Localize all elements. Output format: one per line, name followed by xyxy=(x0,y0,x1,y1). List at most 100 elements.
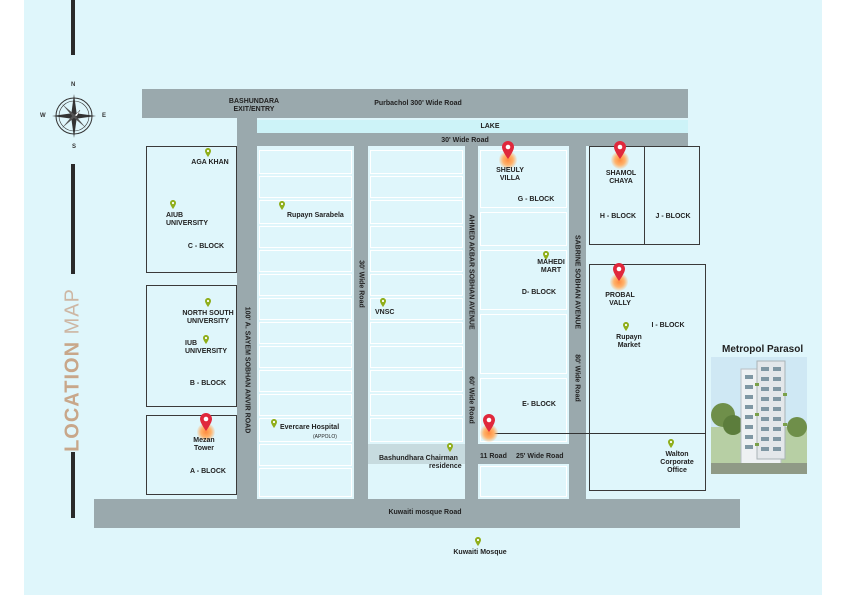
compass-w: W xyxy=(40,113,46,119)
label-sheuly-line2: VILLA xyxy=(499,175,521,182)
side-line-bottom xyxy=(71,452,75,518)
kuwaiti-mosque-road xyxy=(94,499,740,528)
label-walton: Walton Corporate Office xyxy=(660,451,693,475)
label-evercare-sub: (APPOLO) xyxy=(313,434,337,440)
label-bashundara-exit: BASHUNDARA EXIT/ENTRY xyxy=(229,98,279,114)
label-mezan-line1: Mezan xyxy=(193,437,215,444)
label-mahedi-line1: MAHEDI xyxy=(537,259,565,266)
label-shamol-line2: CHAYA xyxy=(609,178,633,185)
label-walton-line1: Walton xyxy=(665,451,689,458)
red-pin-icon xyxy=(502,141,514,159)
wide-road-30-top xyxy=(257,133,688,146)
green-pin-icon xyxy=(543,251,549,260)
sabrine-avenue xyxy=(569,146,586,499)
ahmed-akbar-avenue xyxy=(465,146,478,499)
a-block-area xyxy=(146,415,237,495)
label-e-block: E- BLOCK xyxy=(522,401,556,408)
label-purbachol-road: Purbachol 300' Wide Road xyxy=(374,100,462,107)
label-probal-line2: VALLY xyxy=(609,300,631,307)
i-block-area xyxy=(589,264,706,491)
green-pin-icon xyxy=(475,537,481,546)
label-sabrine-avenue: SABRINE SOBHAN AVENUE xyxy=(573,234,581,330)
label-rupayn-market-line1: Rupayn xyxy=(616,334,642,341)
label-d-block: D- BLOCK xyxy=(521,289,557,296)
label-rupayn-sarabela: Rupayn Sarabela xyxy=(287,212,344,219)
compass-e: E xyxy=(102,113,107,119)
label-wide-road-25: 25' Wide Road xyxy=(516,453,564,460)
red-pin-icon xyxy=(200,413,212,431)
green-pin-icon xyxy=(623,322,629,331)
j-block-area xyxy=(644,146,700,245)
compass-n: N xyxy=(71,82,76,88)
green-pin-icon xyxy=(205,148,211,157)
label-kuwaiti-mosque-road: Kuwaiti mosque Road xyxy=(388,509,462,516)
green-pin-icon xyxy=(279,201,285,210)
label-h-block: H - BLOCK xyxy=(599,213,637,220)
lane-grid-west xyxy=(259,150,352,497)
bashundara-exit-road xyxy=(237,89,257,499)
red-pin-icon xyxy=(483,414,495,432)
label-probal-line1: PROBAL xyxy=(605,292,635,299)
building-illustration xyxy=(711,357,807,474)
label-aiub-line1: AIUB xyxy=(166,212,184,219)
bashundhara-chairman-road xyxy=(368,444,465,464)
green-pin-icon xyxy=(668,439,674,448)
label-walton-line3: Office xyxy=(667,467,687,474)
building-image xyxy=(711,357,807,474)
pin-glow xyxy=(197,423,215,441)
title-word-location: LOCATION xyxy=(61,340,84,452)
label-probal-vally: PROBAL VALLY xyxy=(605,292,635,308)
compass-rose-icon: N S E W xyxy=(40,82,106,150)
label-bashundara-exit-line1: BASHUNDARA xyxy=(228,98,280,105)
label-north-south-university: NORTH SOUTH UNIVERSITY xyxy=(182,310,233,326)
label-aiub: AIUB UNIVERSITY xyxy=(166,212,208,228)
lake xyxy=(257,120,688,133)
label-bashundara-exit-line2: EXIT/ENTRY xyxy=(233,106,275,113)
wide-road-30-mid xyxy=(354,146,368,499)
lane-grid-middle xyxy=(370,150,463,442)
label-mahedi-mart: MAHEDI MART xyxy=(537,259,565,275)
green-pin-icon xyxy=(271,419,277,428)
green-pin-icon xyxy=(380,298,386,307)
label-shamol-chaya: SHAMOL CHAYA xyxy=(606,170,636,186)
location-pointer-line xyxy=(489,433,706,434)
green-pin-icon xyxy=(205,298,211,307)
label-i-block: I - BLOCK xyxy=(651,322,685,329)
red-pin-icon xyxy=(614,141,626,159)
lane-grid-east xyxy=(480,150,567,497)
label-anvir-road: 100' A. SAYEM SOBHAN ANVIR ROAD xyxy=(243,306,251,434)
label-wide-road-60: 60' Wide Road xyxy=(467,376,475,424)
side-line-mid xyxy=(71,164,75,274)
label-b-block: B - BLOCK xyxy=(189,380,227,387)
label-mahedi-line2: MART xyxy=(540,267,562,274)
pin-glow xyxy=(499,151,517,169)
green-pin-icon xyxy=(447,443,453,452)
label-shamol-line1: SHAMOL xyxy=(605,170,637,177)
label-sheuly-line1: SHEULY xyxy=(496,167,524,174)
label-evercare-hospital: Evercare Hospital xyxy=(280,424,340,431)
label-wide-road-80: 80' Wide Road xyxy=(573,354,581,402)
label-aga-khan: AGA KHAN xyxy=(191,159,229,166)
label-g-block: G - BLOCK xyxy=(517,196,555,203)
pin-glow xyxy=(611,151,629,169)
label-iub-line2: UNIVERSITY xyxy=(185,348,228,355)
label-chairman-residence: Bashundhara Chairman residence xyxy=(379,455,462,471)
side-line-top xyxy=(71,0,75,55)
title-word-map: MAP xyxy=(61,288,84,335)
purbachol-road xyxy=(142,89,688,118)
green-pin-icon xyxy=(203,335,209,344)
label-aiub-line2: UNIVERSITY xyxy=(166,220,209,227)
label-nsu-line2: UNIVERSITY xyxy=(186,318,229,325)
label-walton-line2: Corporate xyxy=(660,459,694,466)
label-rupayn-market-line2: Market xyxy=(617,342,641,349)
project-name: Metropol Parasol xyxy=(722,344,804,355)
label-wide-road-30-mid: 30' Wide Road xyxy=(357,260,365,308)
label-sheuly-villa: SHEULY VILLA xyxy=(496,167,524,183)
compass-rose-graphic xyxy=(52,94,96,138)
label-iub-line1: IUB xyxy=(185,340,198,347)
label-vnsc: VNSC xyxy=(375,309,395,316)
label-lake: LAKE xyxy=(480,123,500,130)
b-block-area xyxy=(146,285,237,407)
pin-glow xyxy=(610,273,628,291)
